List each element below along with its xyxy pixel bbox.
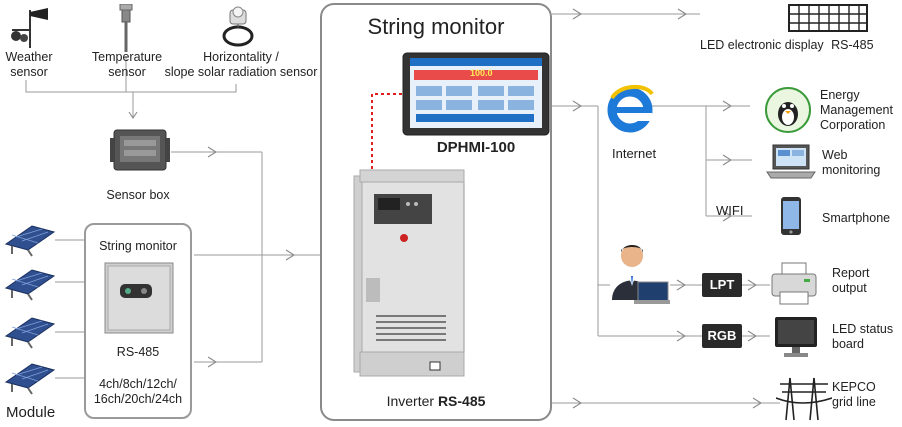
solar-panel-icon [2,360,56,401]
string-monitor-box-title: String monitor [99,239,177,253]
string-monitor-cabinet-icon [104,262,174,339]
string-monitor-box-protocol: RS-485 [116,345,160,359]
internet-label: Internet [612,146,657,161]
inverter-protocol: RS-485 [437,393,486,409]
printer-icon [770,262,818,311]
energy-corp-logo-icon [764,86,812,139]
hmi-panel [402,52,550,136]
kepco-grid-line-label: KEPCO grid line [832,380,876,409]
power-tower-icon [775,374,833,427]
operator-icon [608,240,670,311]
wifi-label: WIFI [716,203,744,218]
temperature-sensor-icon [118,3,134,59]
inverter-label: Inverter RS-485 [320,394,552,409]
rgb-tag: RGB [702,324,742,348]
internet-icon [606,82,654,139]
sensor-box-label: Sensor box [106,188,170,202]
weather-sensor-icon [8,4,52,53]
led-display-icon [788,4,868,37]
sensor-box-icon [110,128,170,177]
module-label: Module [6,404,56,421]
monitor-icon [774,316,818,363]
solar-panel-icon [2,222,56,263]
energy-corp-label: Energy Management Corporation [820,88,893,132]
main-title: String monitor [367,14,505,39]
solar-panel-icon [2,266,56,307]
web-monitoring-laptop-icon [766,144,816,185]
led-display-label: LED electronic display RS-485 [700,38,874,53]
report-output-label: Report output [832,266,870,295]
solar-radiation-sensor-icon [218,4,258,53]
inverter-label-text: Inverter [386,393,438,409]
smartphone-label: Smartphone [822,211,891,225]
lpt-tag: LPT [702,273,742,297]
solar-radiation-sensor-label: Horizontality / slope solar radiation se… [164,50,318,79]
string-monitor-box-channels: 4ch/8ch/12ch/ 16ch/20ch/24ch [93,377,183,406]
led-display-protocol: RS-485 [831,38,874,52]
solar-panel-icon [2,314,56,355]
temperature-sensor-label: Temperature sensor [91,50,163,79]
web-monitoring-label: Web monitoring [822,148,881,177]
hmi-screen-value: 100.0 [470,68,493,78]
hmi-name: DPHMI-100 [436,139,516,156]
led-status-board-label: LED status board [832,322,894,351]
led-display-text: LED electronic display [700,38,824,52]
smartphone-icon [780,196,802,241]
inverter-cabinet-icon [352,168,468,389]
weather-sensor-label: Weather sensor [5,50,53,79]
